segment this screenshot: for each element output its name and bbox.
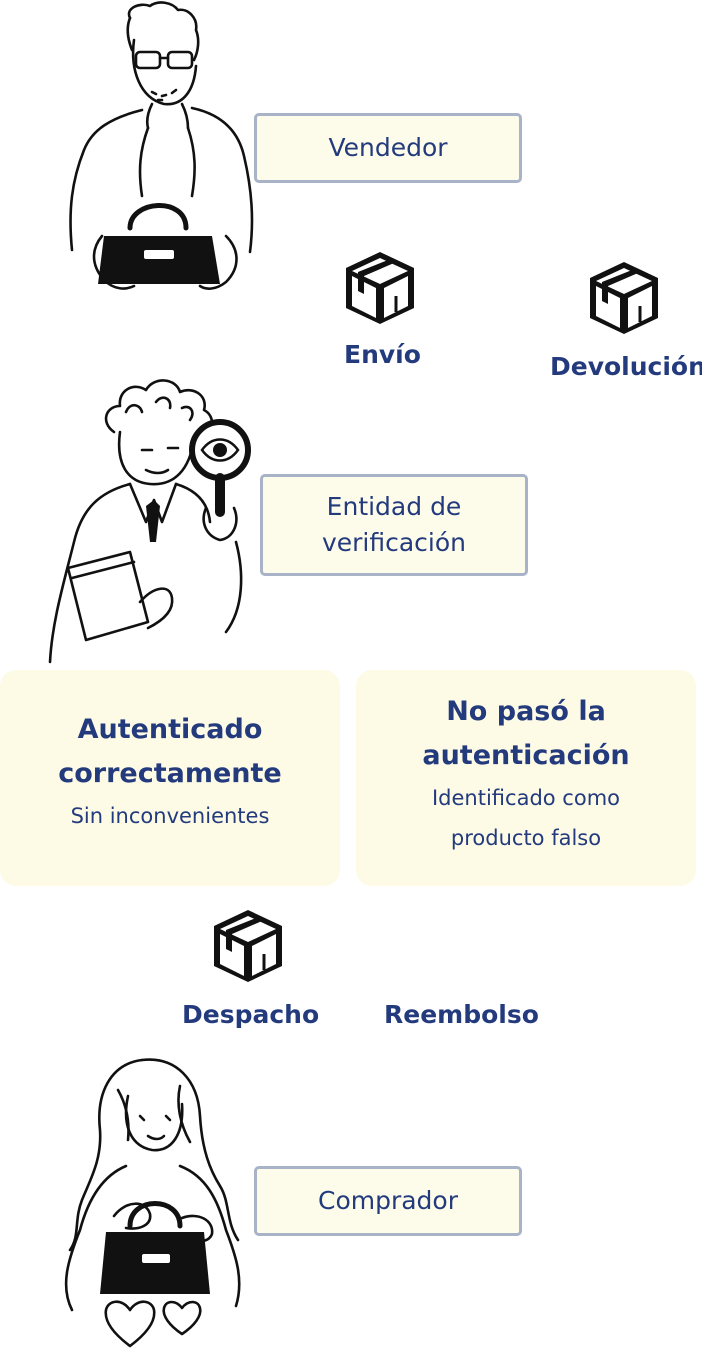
refund-label: Reembolso bbox=[384, 1000, 539, 1029]
return-label: Devolución bbox=[550, 352, 702, 381]
result-fail-title: No pasó la autenticación bbox=[422, 696, 630, 771]
buyer-label-box: Comprador bbox=[254, 1166, 522, 1236]
package-icon-shipping bbox=[346, 252, 414, 324]
result-fail-subtitle: Identificado como producto falso bbox=[431, 786, 620, 850]
verifier-label-box: Entidad de verificación bbox=[260, 474, 528, 576]
result-pass-title: Autenticado correctamente bbox=[58, 714, 282, 789]
package-icon-return bbox=[590, 262, 658, 334]
verifier-illustration bbox=[48, 379, 251, 664]
result-pass-subtitle: Sin inconvenientes bbox=[70, 804, 270, 828]
result-pass-card: Autenticado correctamente Sin inconvenie… bbox=[0, 670, 340, 886]
buyer-illustration bbox=[64, 1058, 241, 1348]
buyer-label: Comprador bbox=[317, 1186, 458, 1215]
dispatch-label: Despacho bbox=[182, 1000, 320, 1029]
package-icon-dispatch bbox=[214, 910, 282, 982]
seller-label-box: Vendedor bbox=[254, 113, 522, 183]
result-fail-card: No pasó la autenticación Identificado co… bbox=[356, 670, 696, 886]
seller-label: Vendedor bbox=[328, 133, 448, 162]
verifier-label: Entidad de verificación bbox=[321, 492, 467, 557]
seller-illustration bbox=[69, 1, 254, 290]
shipping-label: Envío bbox=[344, 340, 421, 369]
